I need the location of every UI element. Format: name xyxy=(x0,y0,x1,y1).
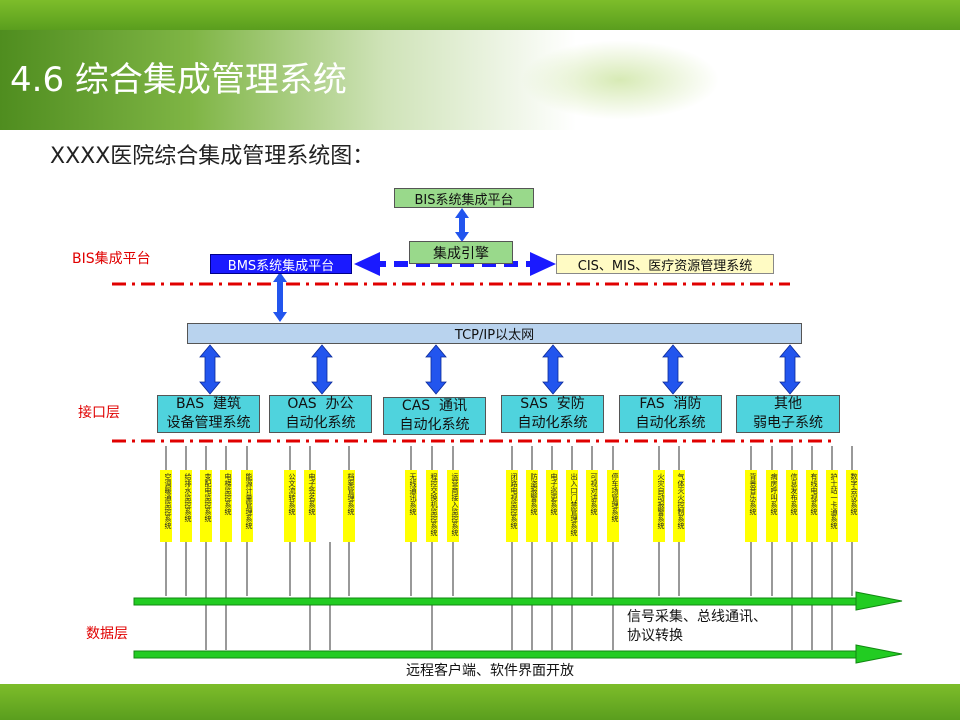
signal-bus-arrow xyxy=(133,591,903,611)
device-label: 有线电视系统 xyxy=(806,470,818,542)
engine-bis-arrow xyxy=(455,208,469,242)
subsystem-bas-desc: 设备管理系统 xyxy=(166,415,251,431)
device-label: 护士站一卡通系统 xyxy=(826,470,838,542)
subsystem-other-desc: 弱电子系统 xyxy=(753,415,823,431)
device-label: 电子巡更系统 xyxy=(546,470,558,542)
bms-network-arrow xyxy=(273,272,287,322)
subsystem-sas-desc: 自动化系统 xyxy=(517,415,588,431)
bis-platform-box: BIS系统集成平台 xyxy=(394,188,534,208)
subsystem-oas: OAS 办公 自动化系统 xyxy=(269,395,372,433)
device-label: 数字会议系统 xyxy=(846,470,858,542)
title-banner xyxy=(0,30,960,130)
slide-subtitle: XXXX医院综合集成管理系统图： xyxy=(50,144,375,169)
device-label: 档案管理系统 xyxy=(343,470,355,542)
subsystem-other: 其他 弱电子系统 xyxy=(736,395,840,433)
subsystem-sas-name: SAS 安防 xyxy=(520,396,585,412)
device-label: 防盗报警系统 xyxy=(526,470,538,542)
device-label: 背景音乐系统 xyxy=(745,470,757,542)
bottom-decor-bar xyxy=(0,684,960,720)
layer-label-interface: 接口层 xyxy=(78,405,120,421)
device-label: 无线通讯系统 xyxy=(405,470,417,542)
engine-horizontal-arrow xyxy=(354,252,556,276)
subsystem-cas-name: CAS 通讯 xyxy=(401,398,468,414)
subsystem-fas-desc: 自动化系统 xyxy=(635,415,706,431)
subsystem-fas: FAS 消防 自动化系统 xyxy=(619,395,722,433)
subsystem-cas: CAS 通讯 自动化系统 xyxy=(383,397,486,435)
subsystem-bas-name: BAS 建筑 xyxy=(176,396,241,412)
device-label: 停车场管理系统 xyxy=(607,470,619,542)
device-label: 空调暖通监控系统 xyxy=(160,470,172,542)
remote-bus-note: 远程客户端、软件界面开放 xyxy=(406,663,574,679)
subsystem-device-lines xyxy=(165,446,853,470)
signal-bus-note: 信号采集、总线通讯、 协议转换 xyxy=(627,608,767,646)
device-label: 火灾自动报警系统 xyxy=(653,470,665,542)
layer-label-bis: BIS集成平台 xyxy=(72,251,151,267)
subsystem-oas-name: OAS 办公 xyxy=(287,396,354,412)
top-decor-bar xyxy=(0,0,960,30)
device-label: 可视对讲系统 xyxy=(586,470,598,542)
subsystem-sas: SAS 安防 自动化系统 xyxy=(501,395,604,433)
device-bus-lines xyxy=(165,542,853,650)
subsystem-oas-desc: 自动化系统 xyxy=(285,415,356,431)
device-label: 信息发布系统 xyxy=(786,470,798,542)
layer-label-data: 数据层 xyxy=(86,626,128,642)
device-label: 病房呼叫系统 xyxy=(766,470,778,542)
device-label: 给排水监控系统 xyxy=(180,470,192,542)
remote-bus-arrow xyxy=(133,644,903,664)
slide-title: 4.6 综合集成管理系统 xyxy=(10,60,347,100)
tcp-ip-network-bar: TCP/IP以太网 xyxy=(187,323,802,344)
integration-engine-box: 集成引擎 xyxy=(409,241,513,264)
device-label: 电子签名系统 xyxy=(304,470,316,542)
device-label: 变配电监控系统 xyxy=(200,470,212,542)
subsystem-fas-name: FAS 消防 xyxy=(639,396,702,412)
device-label: 气体灭火控制系统 xyxy=(673,470,685,542)
leaf-decor xyxy=(520,40,720,120)
device-label: 闭路电视监控系统 xyxy=(506,470,518,542)
device-label: 电梯监控系统 xyxy=(220,470,232,542)
subsystem-cas-desc: 自动化系统 xyxy=(399,417,470,433)
device-label: 能源计量管理系统 xyxy=(241,470,253,542)
network-subsystem-arrows xyxy=(199,344,801,395)
cis-mis-box: CIS、MIS、医疗资源管理系统 xyxy=(556,254,774,274)
subsystem-other-name: 其他 xyxy=(774,396,802,412)
device-label: 公文流转系统 xyxy=(284,470,296,542)
device-label: 出入口门禁管理系统 xyxy=(566,470,578,542)
device-label: 运营商接入监控系统 xyxy=(447,470,459,542)
bms-platform-box: BMS系统集成平台 xyxy=(210,254,352,274)
device-label: 程控交换机监控系统 xyxy=(426,470,438,542)
subsystem-bas: BAS 建筑 设备管理系统 xyxy=(157,395,260,433)
